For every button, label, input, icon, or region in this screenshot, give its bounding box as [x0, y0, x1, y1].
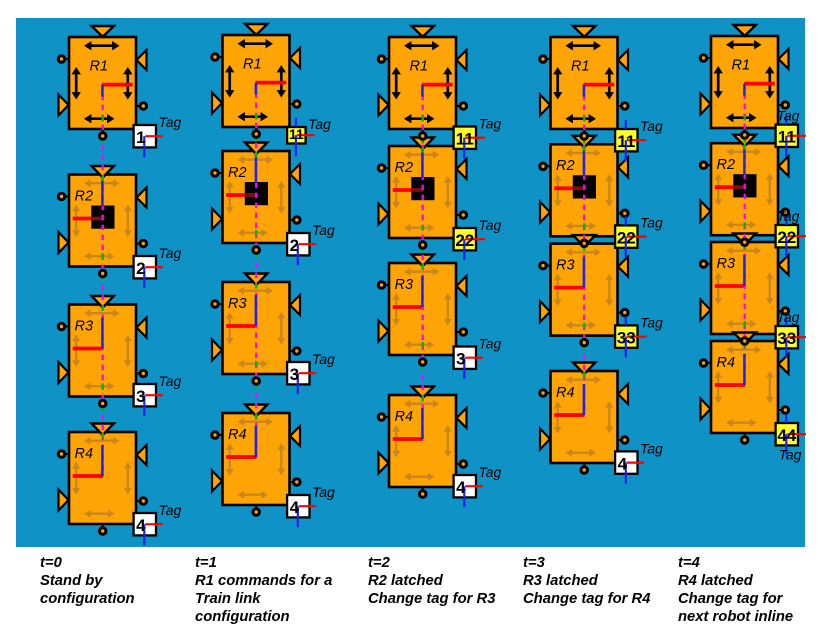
svg-text:4: 4 [290, 498, 300, 517]
svg-text:R2: R2 [395, 160, 414, 176]
svg-text:R3: R3 [556, 257, 575, 273]
svg-text:Tag: Tag [479, 464, 502, 480]
svg-text:Tag: Tag [159, 373, 182, 389]
svg-text:Tag: Tag [479, 336, 502, 352]
svg-text:configuration: configuration [195, 609, 290, 625]
svg-text:R1: R1 [410, 59, 429, 75]
svg-text:11: 11 [456, 129, 474, 148]
svg-text:Tag: Tag [312, 222, 335, 238]
svg-text:44: 44 [777, 426, 796, 445]
svg-text:22: 22 [455, 231, 474, 250]
svg-text:Tag: Tag [159, 114, 182, 130]
svg-text:22: 22 [777, 228, 796, 247]
svg-text:t=2: t=2 [368, 555, 391, 571]
svg-text:Change tag for R3: Change tag for R3 [368, 591, 496, 607]
svg-text:R4: R4 [228, 427, 247, 443]
svg-text:R1: R1 [571, 59, 590, 75]
svg-text:R2: R2 [75, 188, 94, 204]
svg-text:4: 4 [456, 478, 466, 497]
svg-text:R2: R2 [717, 157, 736, 173]
svg-text:11: 11 [617, 132, 635, 151]
svg-text:Tag: Tag [777, 208, 800, 224]
svg-text:R3 latched: R3 latched [523, 573, 599, 589]
svg-text:R4 latched: R4 latched [678, 573, 754, 589]
svg-text:R3: R3 [228, 296, 247, 312]
svg-text:R3: R3 [717, 256, 736, 272]
svg-text:t=0: t=0 [40, 555, 63, 571]
svg-text:Tag: Tag [640, 440, 663, 456]
svg-text:R1: R1 [243, 57, 262, 73]
svg-text:t=3: t=3 [523, 555, 546, 571]
svg-text:R2: R2 [228, 165, 247, 181]
svg-text:3: 3 [290, 365, 299, 384]
svg-text:Tag: Tag [777, 309, 800, 325]
svg-text:R1 commands for a: R1 commands for a [195, 573, 332, 589]
svg-text:t=4: t=4 [678, 555, 700, 571]
svg-text:Tag: Tag [777, 108, 800, 124]
svg-text:33: 33 [617, 328, 636, 347]
svg-text:R1: R1 [732, 58, 751, 74]
svg-text:Tag: Tag [779, 446, 802, 462]
svg-text:R1: R1 [90, 59, 109, 75]
svg-text:next robot inline: next robot inline [678, 609, 793, 625]
svg-text:Tag: Tag [640, 118, 663, 134]
svg-text:Train link: Train link [195, 591, 261, 607]
svg-text:3: 3 [456, 349, 465, 368]
svg-text:R4: R4 [717, 355, 736, 371]
svg-text:Tag: Tag [640, 314, 663, 330]
svg-text:4: 4 [618, 454, 628, 473]
svg-text:2: 2 [290, 236, 299, 255]
svg-text:Change tag for: Change tag for [678, 591, 784, 607]
svg-text:Change tag for R4: Change tag for R4 [523, 591, 650, 607]
svg-text:Tag: Tag [312, 484, 335, 500]
svg-text:11: 11 [289, 126, 304, 142]
svg-text:Tag: Tag [640, 214, 663, 230]
svg-text:R3: R3 [395, 277, 414, 293]
svg-text:R4: R4 [395, 409, 414, 425]
svg-text:R4: R4 [75, 446, 94, 462]
svg-text:33: 33 [777, 329, 796, 348]
svg-text:Tag: Tag [479, 217, 502, 233]
svg-text:11: 11 [778, 128, 796, 147]
svg-text:Tag: Tag [479, 116, 502, 132]
svg-text:2: 2 [136, 259, 145, 278]
svg-text:22: 22 [617, 228, 636, 247]
svg-text:4: 4 [136, 516, 146, 535]
svg-text:t=1: t=1 [195, 555, 217, 571]
svg-text:1: 1 [136, 128, 145, 147]
svg-text:R2: R2 [556, 158, 575, 174]
svg-text:Tag: Tag [308, 116, 331, 132]
svg-text:configuration: configuration [40, 591, 135, 607]
svg-text:Tag: Tag [312, 351, 335, 367]
svg-text:3: 3 [136, 387, 145, 406]
svg-text:Stand by: Stand by [40, 573, 103, 589]
svg-text:Tag: Tag [159, 245, 182, 261]
svg-text:R2 latched: R2 latched [368, 573, 444, 589]
svg-text:Tag: Tag [159, 502, 182, 518]
svg-text:R3: R3 [75, 318, 94, 334]
svg-text:R4: R4 [556, 385, 575, 401]
